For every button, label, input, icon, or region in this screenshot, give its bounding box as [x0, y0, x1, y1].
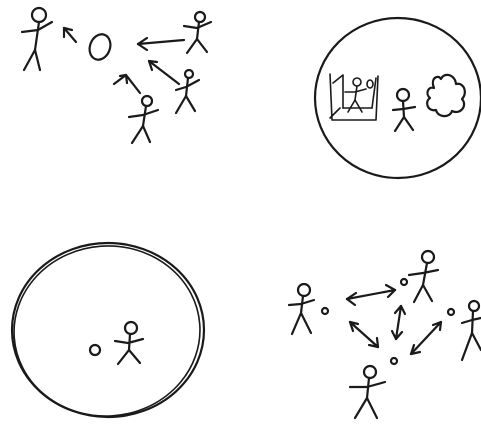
ball [401, 279, 407, 285]
panel-bottom-right [289, 251, 481, 418]
stick-figure [350, 366, 385, 418]
ball [367, 80, 373, 88]
stick-figure [176, 70, 199, 113]
stick-figure [289, 284, 314, 334]
stick-figure [115, 322, 143, 364]
cloud [427, 75, 465, 116]
ball [90, 345, 100, 355]
stick-figure [462, 301, 481, 360]
arrow [411, 322, 441, 354]
panel-top-left [22, 8, 211, 143]
ball [86, 31, 114, 62]
stick-figure [345, 78, 366, 112]
stick-figure [22, 8, 52, 70]
panel-top-right [315, 18, 481, 178]
arrow [149, 61, 179, 84]
arrow [392, 306, 405, 339]
ball [391, 358, 397, 364]
ball [322, 308, 328, 314]
stick-figure [393, 89, 415, 131]
stick-figure [129, 96, 158, 143]
stick-figure [184, 12, 211, 53]
panel-bottom-left [8, 240, 205, 423]
arrow [114, 75, 140, 93]
arrow [350, 322, 378, 347]
arrow [64, 28, 76, 42]
arrow [347, 285, 395, 305]
stick-figure [409, 251, 438, 302]
arrow [138, 38, 184, 50]
ball [448, 309, 454, 315]
court-circle-outline [8, 240, 205, 423]
